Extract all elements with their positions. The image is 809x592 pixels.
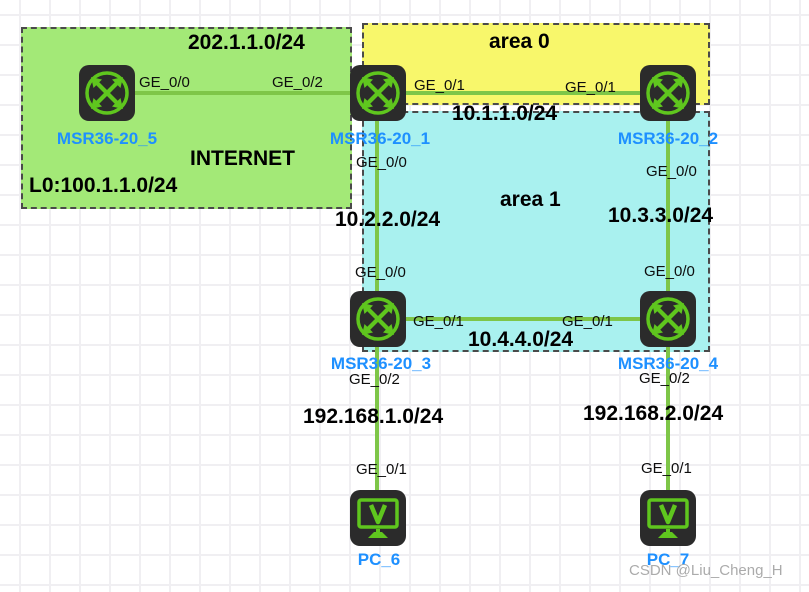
port-label-msr1-ge0-1: GE_0/1 <box>414 77 465 94</box>
router-icon <box>639 64 697 122</box>
router-icon <box>349 290 407 348</box>
subnet-192-2-label: 192.168.2.0/24 <box>583 402 724 425</box>
port-label-msr3-ge0-0: GE_0/0 <box>355 264 406 281</box>
link-msr3-pc6[interactable] <box>375 319 379 520</box>
area1-label: area 1 <box>500 188 561 211</box>
internet-loopback-label: L0:100.1.1.0/24 <box>29 174 178 197</box>
subnet-10-1-label: 10.1.1.0/24 <box>452 102 558 125</box>
port-label-pc6-ge0-1: GE_0/1 <box>356 461 407 478</box>
device-label-pc-7: PC_7 <box>646 550 690 569</box>
port-label-msr4-ge0-2: GE_0/2 <box>639 370 690 387</box>
link-msr2-msr4[interactable] <box>666 93 670 319</box>
subnet-10-4-label: 10.4.4.0/24 <box>468 328 574 351</box>
device-msr36-20-3[interactable] <box>349 290 407 348</box>
area0-label: area 0 <box>489 30 550 53</box>
port-label-msr4-ge0-0: GE_0/0 <box>644 263 695 280</box>
port-label-msr2-ge0-0: GE_0/0 <box>646 163 697 180</box>
device-label-pc-6: PC_6 <box>357 550 401 569</box>
port-label-msr3-ge0-1: GE_0/1 <box>413 313 464 330</box>
link-msr4-pc7[interactable] <box>666 319 670 520</box>
device-pc-7[interactable] <box>639 489 697 547</box>
device-label-msr36-20-3: MSR36-20_3 <box>330 354 432 373</box>
subnet-192-1-label: 192.168.1.0/24 <box>303 405 444 428</box>
router-icon <box>639 290 697 348</box>
port-label-msr4-ge0-1: GE_0/1 <box>562 313 613 330</box>
link-msr1-msr2[interactable] <box>379 91 669 95</box>
link-msr3-msr4[interactable] <box>377 317 669 321</box>
port-label-msr3-ge0-2: GE_0/2 <box>349 371 400 388</box>
device-msr36-20-2[interactable] <box>639 64 697 122</box>
port-label-msr5-ge0-0: GE_0/0 <box>139 74 190 91</box>
zone-internet[interactable] <box>21 27 352 209</box>
link-msr5-msr1[interactable] <box>107 91 380 95</box>
device-msr36-20-5[interactable] <box>78 64 136 122</box>
pc-icon <box>639 489 697 547</box>
device-msr36-20-1[interactable] <box>349 64 407 122</box>
device-label-msr36-20-2: MSR36-20_2 <box>617 129 719 148</box>
device-label-msr36-20-1: MSR36-20_1 <box>329 129 431 148</box>
link-msr1-msr3[interactable] <box>375 93 379 319</box>
pc-icon <box>349 489 407 547</box>
port-label-msr2-ge0-1: GE_0/1 <box>565 79 616 96</box>
device-msr36-20-4[interactable] <box>639 290 697 348</box>
router-icon <box>78 64 136 122</box>
internet-subnet-label: 202.1.1.0/24 <box>188 31 305 54</box>
device-pc-6[interactable] <box>349 489 407 547</box>
subnet-10-3-label: 10.3.3.0/24 <box>608 204 714 227</box>
port-label-pc7-ge0-1: GE_0/1 <box>641 460 692 477</box>
subnet-10-2-label: 10.2.2.0/24 <box>335 208 441 231</box>
device-label-msr36-20-5: MSR36-20_5 <box>56 129 158 148</box>
internet-name-label: INTERNET <box>190 147 295 170</box>
port-label-msr1-ge0-2: GE_0/2 <box>272 74 323 91</box>
watermark-text: CSDN @Liu_Cheng_H <box>629 562 783 579</box>
router-icon <box>349 64 407 122</box>
device-label-msr36-20-4: MSR36-20_4 <box>617 354 719 373</box>
port-label-msr1-ge0-0: GE_0/0 <box>356 154 407 171</box>
